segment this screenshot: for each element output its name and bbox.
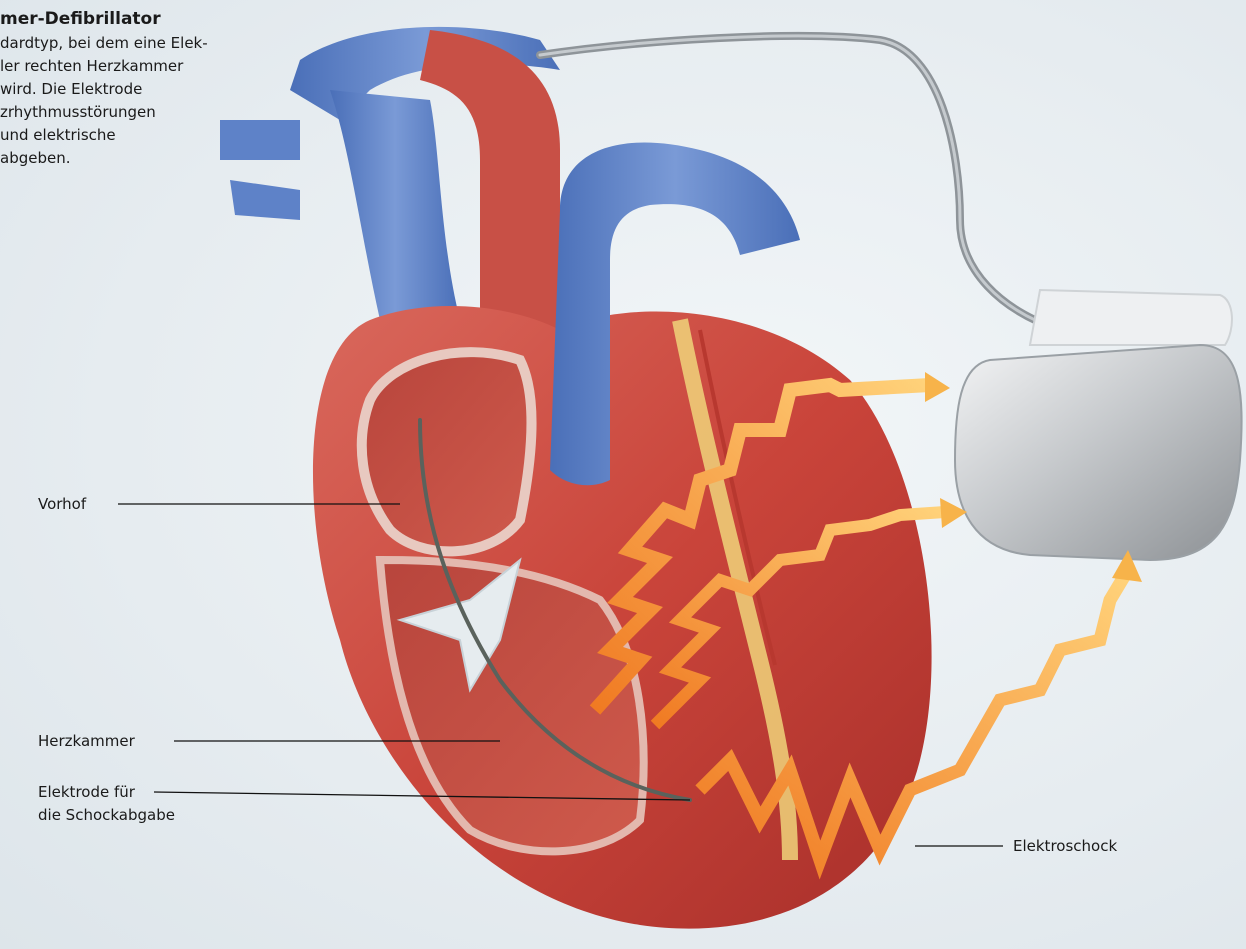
device-header <box>1030 290 1232 345</box>
superior-vena-cava <box>330 90 460 320</box>
label-elektrode-line1: Elektrode für <box>38 782 135 802</box>
defibrillator-device <box>955 345 1242 560</box>
left-vessel-stubs <box>220 120 300 220</box>
shock-arrowhead <box>925 372 950 402</box>
right-atrium-cavity <box>362 352 532 551</box>
label-vorhof: Vorhof <box>38 494 86 514</box>
label-herzkammer: Herzkammer <box>38 731 135 751</box>
label-elektrode-line2: die Schockabgabe <box>38 805 175 825</box>
label-elektroschock: Elektroschock <box>1013 836 1117 856</box>
